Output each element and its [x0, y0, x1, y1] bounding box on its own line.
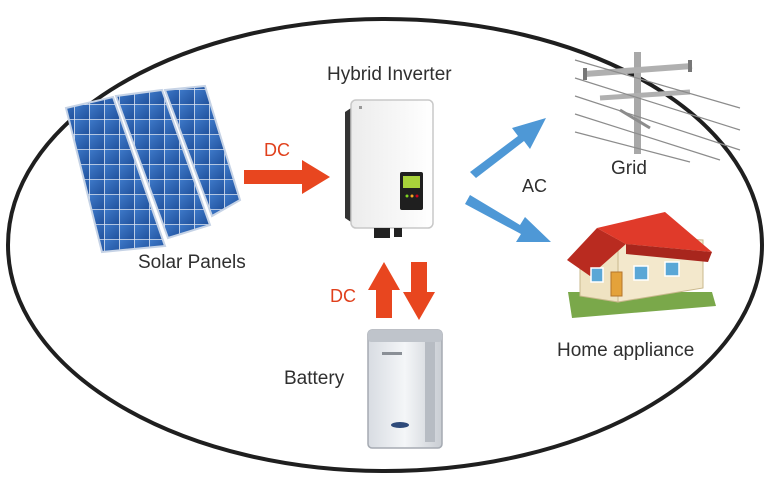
ac-arrow-to-grid [470, 118, 546, 178]
ac-label: AC [522, 176, 548, 196]
dc-arrow-battery-to-inverter [368, 262, 400, 318]
ac-arrows [465, 118, 551, 242]
power-pole-icon [574, 52, 741, 163]
battery-icon [367, 329, 443, 449]
dc-arrow-solar-to-inverter [244, 160, 330, 194]
inverter-label: Hybrid Inverter [327, 64, 452, 85]
ac-arrow-to-home [465, 195, 551, 242]
inverter-icon [345, 99, 434, 238]
grid-label: Grid [611, 158, 647, 179]
dc-label-solar: DC [264, 140, 290, 160]
house-icon [567, 212, 716, 318]
solar-panels-label: Solar Panels [138, 252, 246, 273]
dc-label-battery: DC [330, 286, 356, 306]
dc-arrow-inverter-to-battery [403, 262, 435, 320]
home-appliance-label: Home appliance [557, 340, 695, 361]
solar-panel-icon [64, 84, 242, 254]
battery-label: Battery [284, 368, 345, 389]
